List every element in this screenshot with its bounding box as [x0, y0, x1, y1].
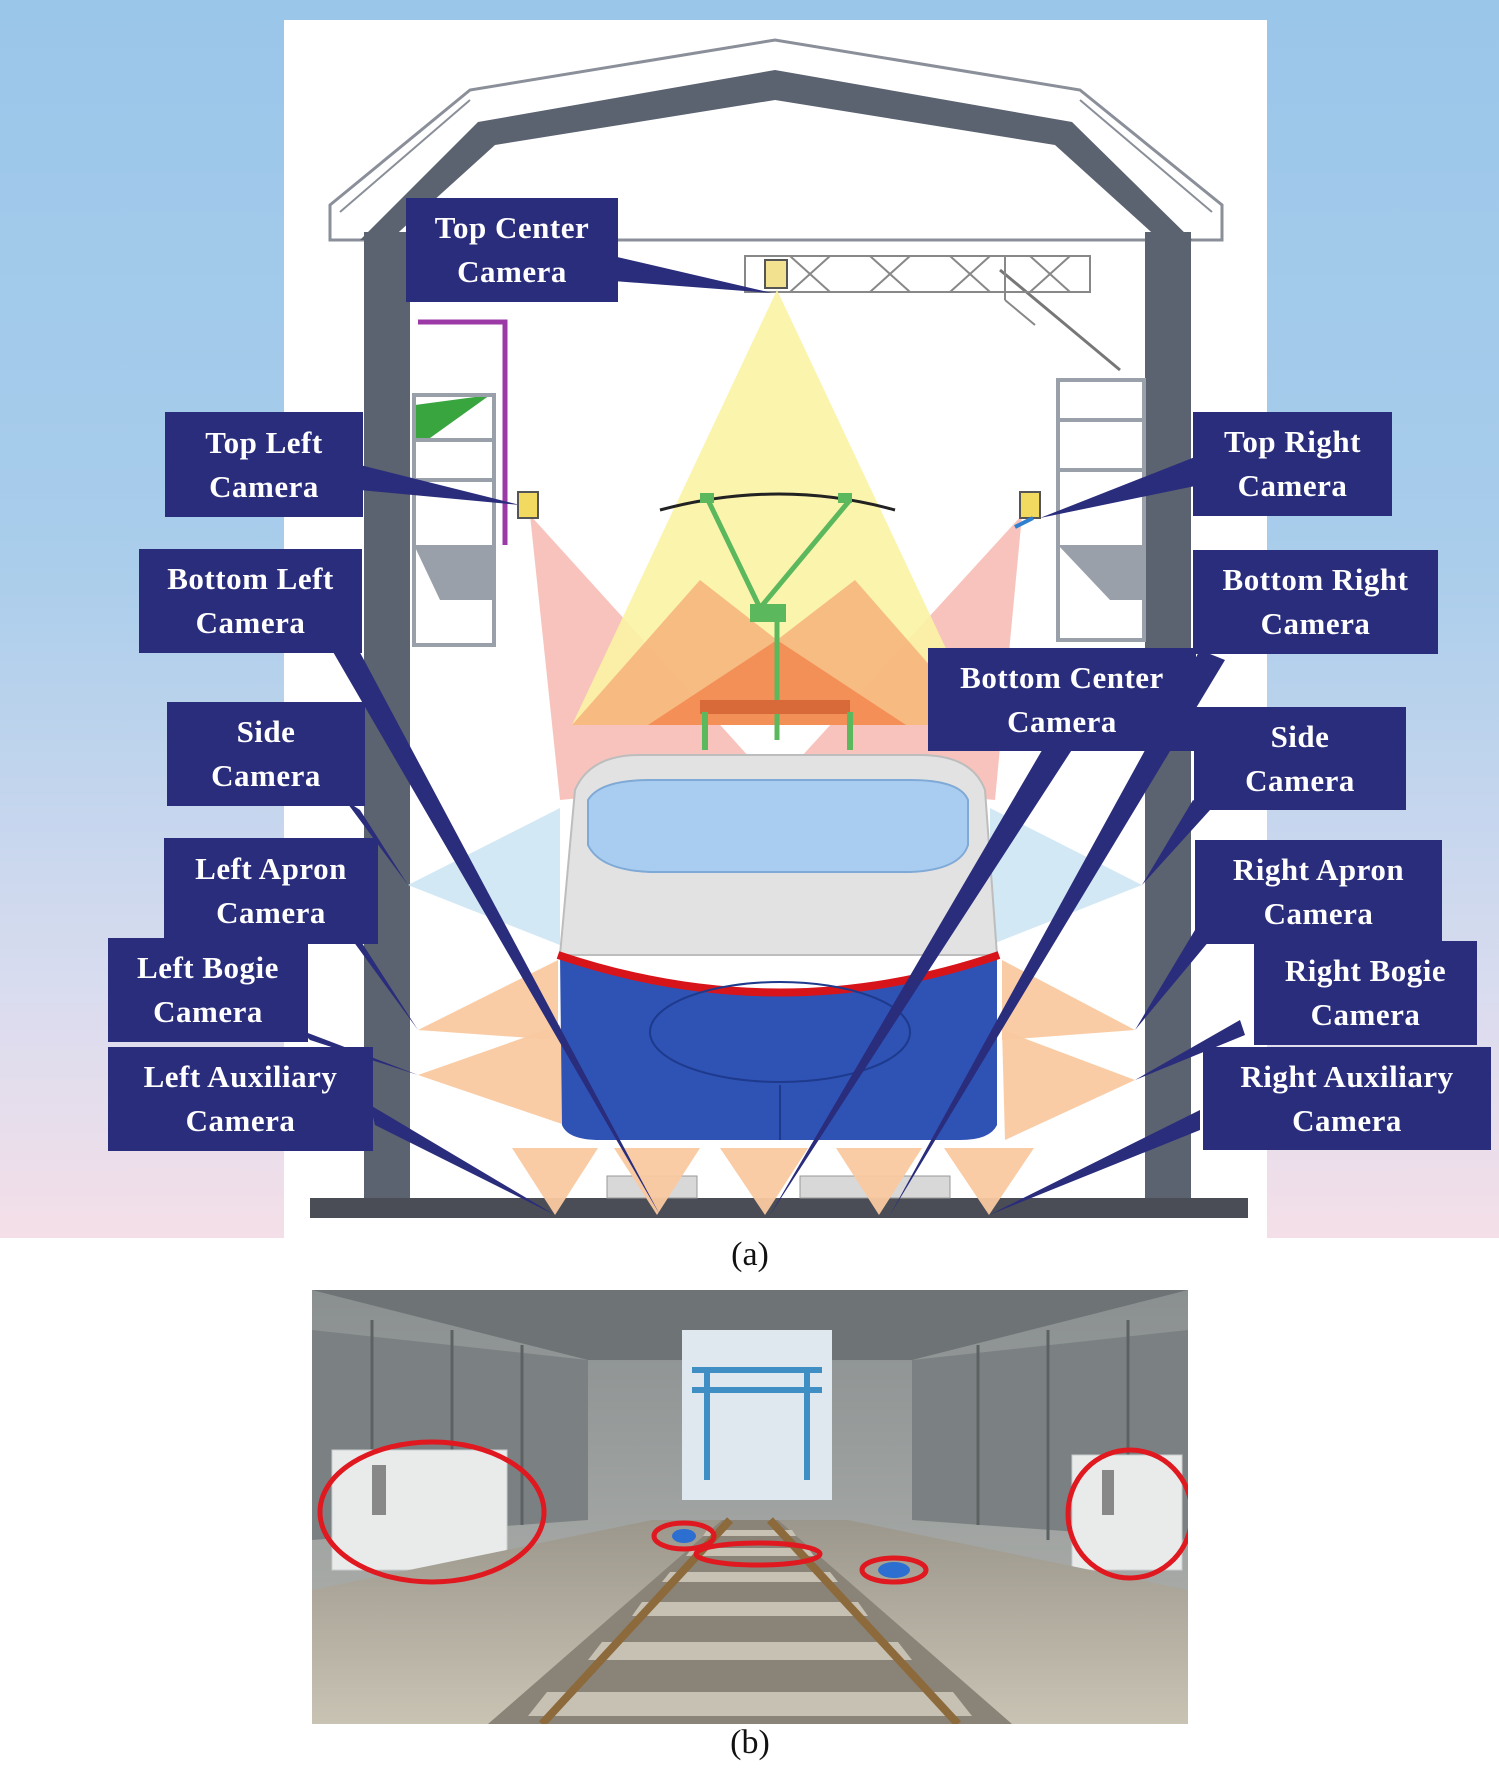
top-right-camera-label-line1: Top Right	[1224, 424, 1361, 459]
right-apron-camera-fov	[1002, 960, 1135, 1040]
right-bogie-camera-fov	[1002, 1030, 1135, 1140]
bottom-right-camera-label: Bottom Right Camera	[1193, 550, 1438, 654]
highlight-rings	[317, 1439, 1188, 1585]
right-auxiliary-camera-label: Right Auxiliary Camera	[1203, 1047, 1491, 1150]
top-right-camera-label: Top Right Camera	[1193, 412, 1392, 516]
bottom-left-camera-label-line1: Bottom Left	[167, 561, 334, 596]
left-apron-camera-fov	[418, 960, 558, 1040]
caption-a: (a)	[731, 1236, 769, 1273]
bottom-camera-fovs	[512, 1148, 1034, 1215]
pantograph	[659, 492, 896, 750]
label-pointers	[300, 253, 1245, 1215]
track-photo	[312, 1290, 1188, 1724]
left-bogie-camera-fov	[418, 1025, 565, 1125]
top-right-camera-label-line2: Camera	[1237, 468, 1348, 503]
left-auxiliary-camera-label: Left Auxiliary Camera	[108, 1047, 373, 1151]
bottom-left-camera-label-line2: Camera	[195, 605, 306, 640]
left-side-camera-label-line1: Side	[236, 714, 296, 749]
top-center-camera-label: Top Center Camera	[406, 198, 618, 302]
caption-b: (b)	[730, 1724, 770, 1761]
bottom-center-camera-label-line2: Camera	[1007, 703, 1117, 739]
right-side-camera-fov	[990, 808, 1142, 945]
top-left-camera-label-line2: Camera	[209, 468, 319, 504]
left-platform	[412, 319, 508, 647]
left-auxiliary-camera-label-line1: Left Auxiliary	[143, 1059, 338, 1094]
left-apron-camera-label-line2: Camera	[216, 895, 326, 930]
bottom-right-camera-label-line1: Bottom Right	[1222, 562, 1409, 597]
left-apron-camera-label-line1: Left Apron	[195, 851, 347, 886]
top-left-camera-label: Top Left Camera	[165, 412, 363, 517]
right-auxiliary-camera-label-line1: Right Auxiliary	[1240, 1058, 1454, 1094]
right-side-camera-label-line2: Camera	[1245, 762, 1355, 798]
left-apron-camera-label: Left Apron Camera	[164, 838, 378, 944]
left-bogie-camera-label: Left Bogie Camera	[108, 938, 308, 1042]
left-side-camera-label-line2: Camera	[211, 758, 321, 793]
right-bogie-camera-label-line2: Camera	[1310, 997, 1421, 1032]
left-bogie-camera-label-line1: Left Bogie	[137, 950, 279, 985]
top-truss	[744, 255, 1091, 326]
top-center-camera-label-line2: Camera	[457, 254, 567, 289]
bottom-center-camera-label: Bottom Center Camera	[928, 648, 1196, 751]
camera-icons	[517, 259, 1041, 529]
right-side-camera-label-line1: Side	[1270, 718, 1330, 754]
right-apron-camera-label-line1: Right Apron	[1232, 852, 1405, 887]
left-side-camera-label: Side Camera	[167, 702, 365, 806]
right-apron-camera-label-line2: Camera	[1263, 896, 1374, 931]
inspection-shed-diagram	[300, 38, 1248, 1218]
left-bogie-camera-label-line2: Camera	[153, 994, 263, 1029]
top-left-camera-label-line1: Top Left	[205, 424, 323, 460]
left-side-camera-fov	[408, 808, 560, 945]
left-auxiliary-camera-label-line2: Camera	[185, 1103, 296, 1138]
right-bogie-camera-label: Right Bogie Camera	[1254, 941, 1477, 1045]
top-center-camera-label-line1: Top Center	[434, 210, 590, 245]
right-auxiliary-camera-label-line2: Camera	[1292, 1102, 1402, 1138]
right-bogie-camera-label-line1: Right Bogie	[1284, 953, 1447, 988]
bottom-left-camera-label: Bottom Left Camera	[139, 549, 362, 653]
train	[556, 754, 1001, 1140]
right-side-camera-label: Side Camera	[1194, 707, 1406, 810]
right-apron-camera-label: Right Apron Camera	[1195, 840, 1442, 944]
bottom-center-camera-label-line1: Bottom Center	[960, 659, 1164, 695]
right-platform	[999, 268, 1146, 642]
bottom-right-camera-label-line2: Camera	[1260, 606, 1371, 641]
